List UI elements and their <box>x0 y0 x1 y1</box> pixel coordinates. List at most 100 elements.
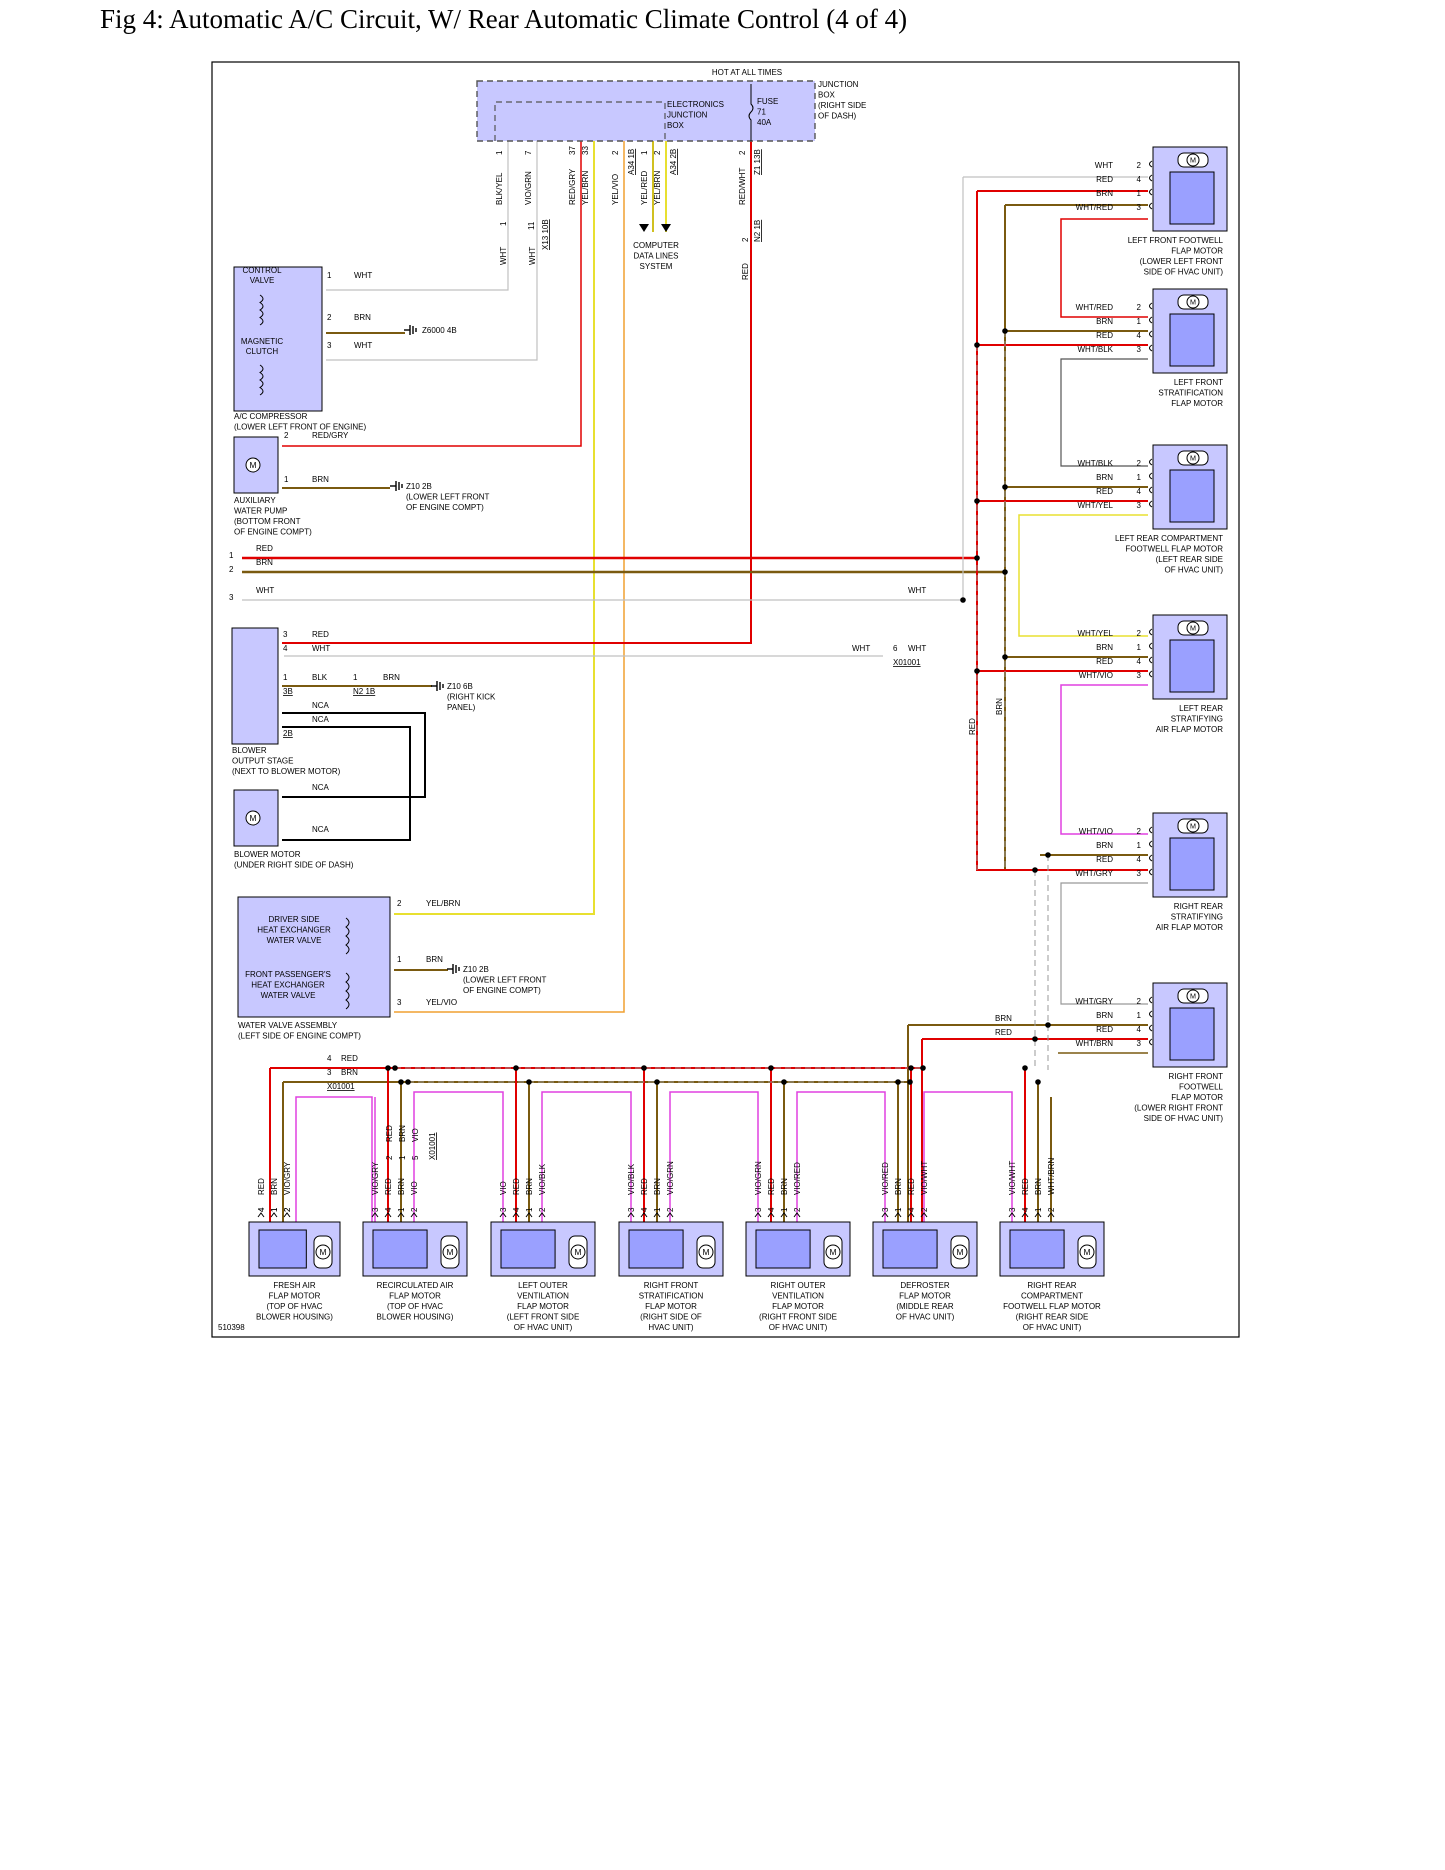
motor-m-label: M <box>830 1247 837 1257</box>
right-motor-name: LEFT FRONT <box>1174 378 1223 387</box>
recirc-upper-pin: 2 <box>385 1155 394 1160</box>
bottom-pin-connector <box>780 1212 788 1218</box>
ac-compressor-name: (LOWER LEFT FRONT OF ENGINE) <box>234 423 366 432</box>
magnetic-clutch-label: CLUTCH <box>246 347 279 356</box>
right-motor-wire: BRN <box>1096 841 1113 850</box>
bottom-motor-name: LEFT OUTER <box>518 1281 568 1290</box>
bottom-motor-name: VENTILATION <box>517 1292 569 1301</box>
motor-m-label: M <box>1190 298 1196 307</box>
splice-dot <box>1002 484 1008 490</box>
bottom-pin-connector <box>384 1212 392 1218</box>
bottom-pin: 3 <box>754 1207 763 1212</box>
aux-pump-name: OF ENGINE COMPT) <box>234 528 312 537</box>
right-motor-pin: 1 <box>1137 643 1142 652</box>
water-valve-name: WATER VALVE ASSEMBLY <box>238 1021 338 1030</box>
ground-symbol <box>409 325 417 335</box>
bottom-pin: 4 <box>512 1207 521 1212</box>
bottom-pin-connector <box>627 1212 635 1218</box>
right-motor-pin: 2 <box>1137 303 1142 312</box>
pin-connector <box>1149 344 1153 352</box>
ac-wire-label: BRN <box>354 313 371 322</box>
ejb-name: ELECTRONICS <box>667 100 724 109</box>
pin-connector <box>1149 458 1153 466</box>
motor-m-label: M <box>250 460 257 470</box>
splice-dot <box>1045 1022 1051 1028</box>
bottom-pin: 4 <box>1021 1207 1030 1212</box>
recirc-upper-wire: RED <box>385 1125 394 1142</box>
bottom-pin-connector <box>767 1212 775 1218</box>
bottom-motor-name: STRATIFICATION <box>639 1292 704 1301</box>
bottom-pin-connector <box>666 1212 674 1218</box>
n2-pin: 2 <box>741 237 750 242</box>
bottom-wire-label: RED <box>907 1178 916 1195</box>
bottom-motor-name: RIGHT REAR <box>1027 1281 1076 1290</box>
motor-icon <box>1186 451 1200 465</box>
right-motor-wire: WHT/RED <box>1076 303 1114 312</box>
bottom-motor-name: COMPARTMENT <box>1021 1292 1083 1301</box>
wire-wht-blk <box>1060 358 1148 467</box>
splice-dot <box>1032 1036 1038 1042</box>
bottom-motor-name: (TOP OF HVAC <box>387 1302 443 1311</box>
jb-wire-label: VIO/GRN <box>524 171 533 205</box>
right-motor-pin: 1 <box>1137 317 1142 326</box>
junction-box-name: JUNCTION <box>818 80 859 89</box>
motor-m-label: M <box>703 1247 710 1257</box>
wire-red-blower <box>282 141 752 644</box>
right-motor-wire: RED <box>1096 331 1113 340</box>
right-motor-wire: BRN <box>1096 317 1113 326</box>
bottom-wire-label: VIO/RED <box>793 1162 802 1195</box>
bottom-pin: 1 <box>780 1207 789 1212</box>
wire-vio-gry <box>295 1096 373 1222</box>
motor-icon <box>698 1244 714 1260</box>
right-motor-name: (LOWER LEFT FRONT <box>1140 257 1224 266</box>
wire-red-gry <box>282 141 582 447</box>
splice-dot <box>654 1079 660 1085</box>
ac-compressor <box>233 266 323 412</box>
bottom-wire-label: VIO <box>499 1181 508 1195</box>
wire-brn-vertical <box>1004 205 1040 871</box>
bottom-pin: 2 <box>666 1207 675 1212</box>
pin-connector <box>1149 330 1153 338</box>
bottom-wire-label: RED <box>1021 1178 1030 1195</box>
blower-ground: Z10 6B <box>447 682 473 691</box>
right-vertical-label: RED <box>968 718 977 735</box>
aux-wire-label: BRN <box>312 475 329 484</box>
jb-pin: 1 <box>495 150 504 155</box>
blower-motor-name: BLOWER MOTOR <box>234 850 301 859</box>
bottom-motor-body <box>755 1229 811 1269</box>
bottom-pin-connector <box>640 1212 648 1218</box>
right-motor-name: RIGHT FRONT <box>1168 1072 1223 1081</box>
jb-pin: 2 <box>611 150 620 155</box>
right-motor-wire: RED <box>1096 175 1113 184</box>
pin-connector <box>1149 160 1153 168</box>
ground-symbol <box>436 681 444 691</box>
bottom-pin: 1 <box>397 1207 406 1212</box>
bottom-motor-name: OF HVAC UNIT) <box>896 1313 955 1322</box>
pin-connector <box>1149 316 1153 324</box>
bottom-pin: 3 <box>627 1207 636 1212</box>
bus-pin: 1 <box>229 551 234 560</box>
wire-wht-control-valve <box>326 141 509 291</box>
bottom-motor-name: FLAP MOTOR <box>269 1292 321 1301</box>
motor-icon <box>1186 989 1200 1003</box>
right-motor-name: (LEFT REAR SIDE <box>1156 555 1223 564</box>
jb-pin: 1 <box>640 150 649 155</box>
bus-right-label: WHT <box>908 586 926 595</box>
bottom-wire-label: BRN <box>270 1178 279 1195</box>
bo-wire: RED <box>312 630 329 639</box>
splice-dot <box>513 1065 519 1071</box>
right-motor-pin: 2 <box>1137 629 1142 638</box>
diagram-frame <box>211 61 1240 1338</box>
junction-box <box>476 80 816 142</box>
control-valve-label: VALVE <box>250 276 275 285</box>
bottom-pin-connector <box>257 1212 265 1218</box>
splice-dot <box>895 1079 901 1085</box>
splice-dot <box>974 498 980 504</box>
ejb-name: BOX <box>667 121 685 130</box>
jb-pin: 37 <box>568 146 577 155</box>
ac-pin: 3 <box>327 341 332 350</box>
aux-pump-ground: (LOWER LEFT FRONT <box>406 493 490 502</box>
bottom-pin: 1 <box>270 1207 279 1212</box>
blower-output-name: OUTPUT STAGE <box>232 757 294 766</box>
bottom-pin-connector <box>894 1212 902 1218</box>
